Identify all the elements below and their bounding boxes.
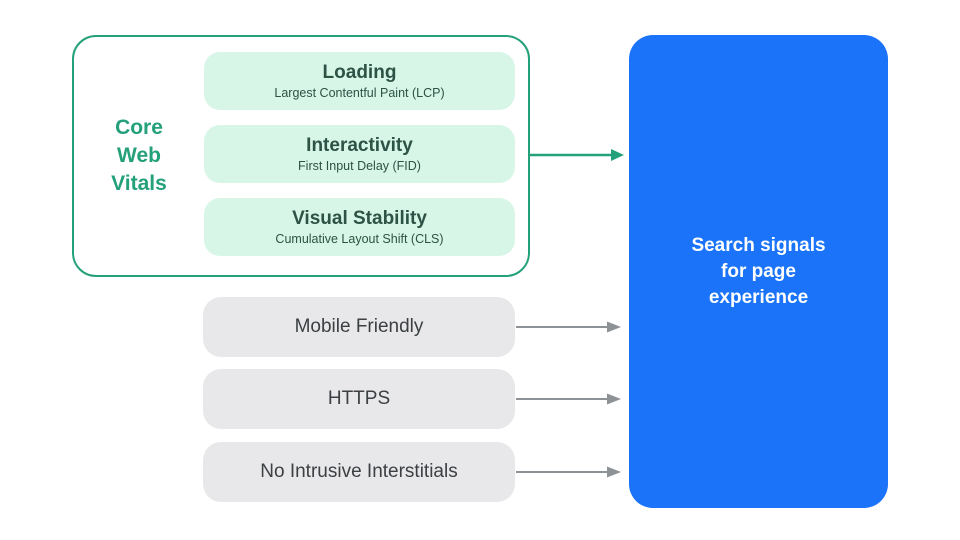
core-web-vitals-pill-list: Loading Largest Contentful Paint (LCP) I… [204, 52, 515, 256]
core-web-vitals-label-container: Core Web Vitals [74, 37, 204, 275]
output-label-line-1: Search signals [691, 234, 826, 256]
cwv-pill-interactivity-title: Interactivity [306, 134, 413, 156]
cwv-pill-interactivity-subtitle: First Input Delay (FID) [298, 158, 421, 173]
arrow-mobile-friendly-to-output [516, 321, 621, 333]
arrow-https-to-output [516, 393, 621, 405]
output-label-line-2: for page [721, 260, 796, 282]
arrow-no-intrusive-interstitials-to-output [516, 466, 621, 478]
signal-pill-no-intrusive-interstitials-label: No Intrusive Interstitials [260, 461, 458, 482]
cwv-pill-loading-title: Loading [322, 61, 397, 83]
signal-pill-mobile-friendly-label: Mobile Friendly [294, 316, 424, 337]
search-signals-output-label: Search signals for page experience [691, 233, 825, 311]
signal-pill-https-label: HTTPS [327, 388, 391, 409]
core-web-vitals-group: Core Web Vitals Loading Largest Contentf… [72, 35, 530, 277]
signal-pill-https: HTTPS [203, 369, 515, 429]
output-label-line-3: experience [708, 286, 809, 308]
cwv-pill-loading: Loading Largest Contentful Paint (LCP) [204, 52, 515, 110]
signal-pill-mobile-friendly: Mobile Friendly [203, 297, 515, 357]
arrow-core-web-vitals-to-output [529, 149, 624, 161]
cwv-pill-visual-stability: Visual Stability Cumulative Layout Shift… [204, 198, 515, 256]
signal-pill-no-intrusive-interstitials: No Intrusive Interstitials [203, 442, 515, 502]
cwv-pill-visual-stability-subtitle: Cumulative Layout Shift (CLS) [275, 231, 444, 246]
cwv-pill-visual-stability-title: Visual Stability [292, 207, 427, 229]
core-web-vitals-label: Core Web Vitals [111, 116, 167, 195]
cwv-pill-interactivity: Interactivity First Input Delay (FID) [204, 125, 515, 183]
search-signals-output-box: Search signals for page experience [629, 35, 888, 508]
cwv-pill-loading-subtitle: Largest Contentful Paint (LCP) [274, 85, 445, 100]
